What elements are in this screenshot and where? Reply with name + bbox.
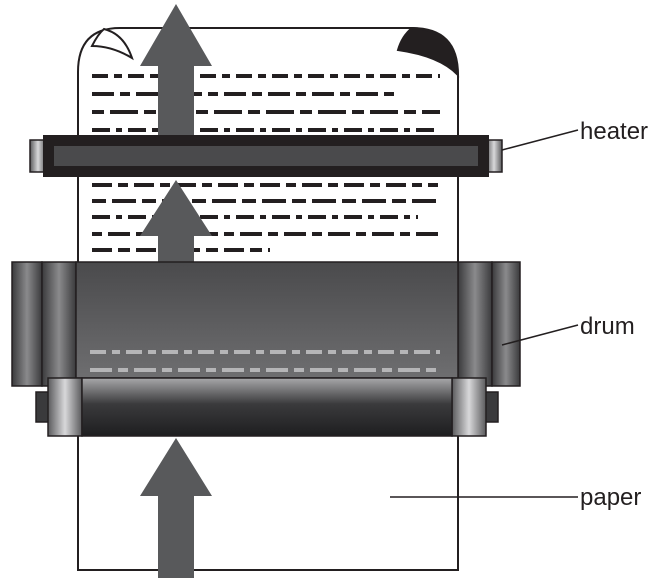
- heater-leader: [501, 129, 579, 151]
- drum-leader: [501, 324, 579, 346]
- arrow-exit: [140, 4, 212, 138]
- drum-label: drum: [580, 313, 635, 340]
- paper-curl-left: [90, 27, 134, 61]
- arrow-feed: [140, 438, 212, 578]
- printed-lines-top: [92, 74, 440, 132]
- arrow-middle: [140, 180, 212, 262]
- drum-side-left-outer: [11, 261, 43, 387]
- heater: [29, 135, 503, 177]
- drum-side-right-inner: [457, 261, 493, 387]
- drum-side-right-outer: [491, 261, 521, 387]
- roller-cap-left: [47, 377, 83, 437]
- drum-body: [75, 261, 459, 379]
- heater-label: heater: [580, 118, 648, 145]
- drum: [11, 261, 521, 387]
- paper-curl-right: [396, 26, 460, 78]
- heater-element: [54, 146, 478, 166]
- pressure-roller: [35, 377, 499, 437]
- roller-cap-right: [451, 377, 487, 437]
- paper-label: paper: [580, 484, 641, 511]
- drum-image-lines: [90, 350, 440, 372]
- drum-side-left-inner: [41, 261, 77, 387]
- roller-body: [81, 377, 453, 437]
